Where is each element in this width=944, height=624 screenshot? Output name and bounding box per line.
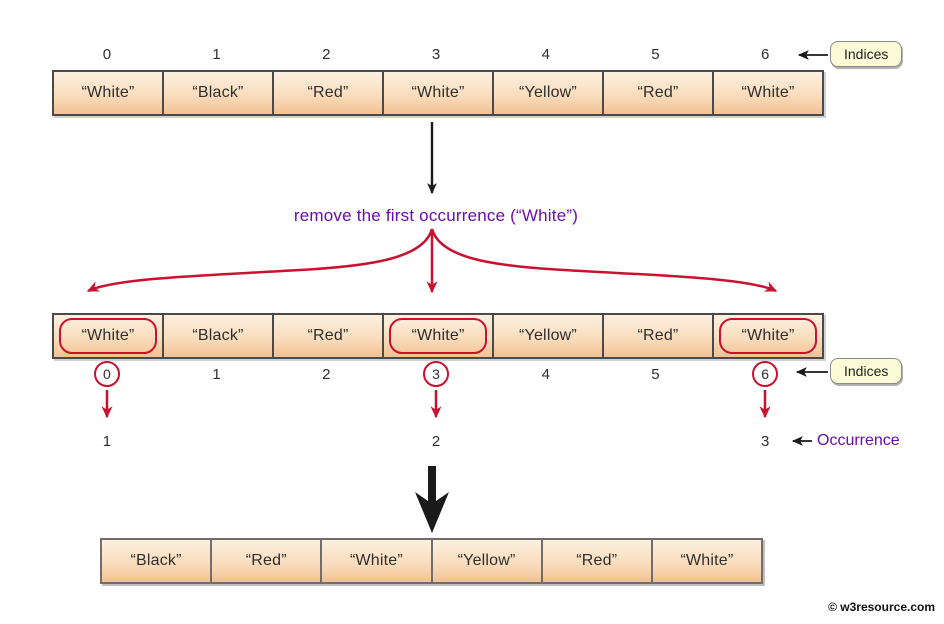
index-label: 5 bbox=[651, 365, 660, 383]
middle-index-row: 0 1 2 3 4 5 6 bbox=[52, 360, 820, 388]
cell-value: “Red” bbox=[576, 552, 618, 569]
array-cell: “Red” bbox=[602, 315, 712, 357]
bottom-array: “Black” “Red” “White” “Yellow” “Red” “Wh… bbox=[100, 538, 763, 584]
watermark: © w3resource.com bbox=[828, 600, 935, 614]
occurrence-row: 1 2 3 bbox=[52, 430, 820, 452]
array-cell: “Red” bbox=[272, 315, 382, 357]
index-label: 3 bbox=[431, 45, 441, 63]
index-circled: 3 bbox=[381, 360, 491, 388]
occurrence-label: Occurrence bbox=[817, 432, 900, 449]
occurrence-count: 2 bbox=[431, 432, 441, 450]
array-cell-highlighted: “White” bbox=[54, 315, 162, 357]
array-cell: “Black” bbox=[162, 315, 272, 357]
spacer bbox=[271, 430, 381, 452]
array-cell-highlighted: “White” bbox=[712, 315, 822, 357]
array-cell: “Red” bbox=[210, 540, 321, 582]
occurrence-count: 3 bbox=[761, 432, 770, 450]
spacer bbox=[491, 430, 601, 452]
cell-value: “Yellow” bbox=[519, 84, 577, 101]
index-label: 0 bbox=[102, 45, 112, 63]
cell-value: “Red” bbox=[307, 327, 349, 344]
cell-value: “White” bbox=[411, 84, 465, 101]
index-label: 4 bbox=[541, 365, 550, 383]
index-label: 6 bbox=[761, 45, 770, 63]
middle-array: “White” “Black” “Red” “White” “Yellow” “… bbox=[52, 313, 824, 359]
cell-value: “White” bbox=[680, 552, 734, 569]
index-label: 3 bbox=[432, 366, 440, 382]
fan-arrow-right-icon bbox=[430, 228, 778, 293]
index-circled: 0 bbox=[52, 360, 162, 388]
array-cell: “Red” bbox=[540, 540, 651, 582]
cell-value: “Red” bbox=[637, 84, 679, 101]
array-cell: “White” bbox=[320, 540, 431, 582]
array-cell: “White” bbox=[54, 72, 162, 114]
cell-value: “Yellow” bbox=[457, 552, 516, 569]
red-circle: 6 bbox=[752, 361, 779, 387]
array-cell: “Yellow” bbox=[492, 315, 602, 357]
cell-value: “White” bbox=[411, 327, 465, 344]
indices-badge-top: Indices bbox=[830, 41, 903, 67]
spacer bbox=[601, 430, 711, 452]
array-cell: “Yellow” bbox=[430, 540, 541, 582]
array-cell: “White” bbox=[650, 540, 762, 582]
cell-value: “Red” bbox=[307, 84, 349, 101]
array-cell: “White” bbox=[382, 72, 492, 114]
red-circle: 0 bbox=[93, 361, 120, 387]
top-array: “White” “Black” “Red” “White” “Yellow” “… bbox=[52, 70, 824, 116]
fan-arrow-left-icon bbox=[86, 228, 434, 293]
red-circle: 3 bbox=[423, 361, 450, 387]
top-index-row: 0 1 2 3 4 5 6 bbox=[52, 44, 820, 64]
array-cell: “Black” bbox=[162, 72, 272, 114]
big-down-arrow-icon bbox=[415, 466, 449, 533]
index-label: 6 bbox=[761, 366, 770, 382]
cell-value: “White” bbox=[741, 84, 795, 101]
index-label: 1 bbox=[212, 45, 221, 63]
index-label: 5 bbox=[651, 45, 660, 63]
cell-value: “Black” bbox=[192, 84, 244, 101]
array-cell-highlighted: “White” bbox=[382, 315, 492, 357]
occurrence-count: 1 bbox=[102, 432, 112, 450]
cell-value: “White” bbox=[349, 552, 403, 569]
array-cell: “White” bbox=[712, 72, 822, 114]
cell-value: “White” bbox=[81, 84, 135, 101]
array-cell: “Red” bbox=[272, 72, 382, 114]
instruction-text: remove the first occurrence (“White”) bbox=[293, 206, 579, 225]
indices-badge-middle: Indices bbox=[830, 358, 903, 384]
spacer bbox=[162, 430, 272, 452]
array-cell: “Red” bbox=[602, 72, 712, 114]
index-label: 4 bbox=[541, 45, 550, 63]
index-label: 2 bbox=[322, 365, 331, 383]
array-cell: “Black” bbox=[102, 540, 211, 582]
cell-value: “Red” bbox=[245, 552, 287, 569]
cell-value: “Yellow” bbox=[519, 327, 577, 344]
cell-value: “White” bbox=[741, 327, 795, 344]
cell-value: “Black” bbox=[192, 327, 244, 344]
cell-value: “White” bbox=[81, 327, 135, 344]
index-label: 2 bbox=[322, 45, 331, 63]
index-label: 0 bbox=[102, 366, 111, 382]
index-circled: 6 bbox=[710, 360, 820, 388]
cell-value: “Black” bbox=[130, 552, 182, 569]
array-cell: “Yellow” bbox=[492, 72, 602, 114]
index-label: 1 bbox=[212, 365, 221, 383]
cell-value: “Red” bbox=[637, 327, 679, 344]
